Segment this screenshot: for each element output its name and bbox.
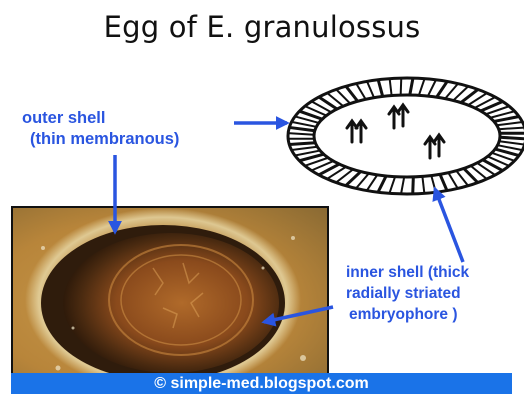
inner-shell-label-line3: embryophore ) bbox=[349, 304, 469, 325]
inner-shell-label-line1: inner shell (thick bbox=[346, 262, 469, 283]
copyright-footer: © simple-med.blogspot.com bbox=[11, 373, 512, 394]
inner-shell-label-line2: radially striated bbox=[346, 283, 469, 304]
outer-shell-label: outer shell (thin membranous) bbox=[22, 108, 179, 150]
outer-shell-label-line1: outer shell bbox=[22, 108, 179, 129]
arrow-to-inner-shell-schematic bbox=[435, 189, 463, 262]
outer-shell-label-line2: (thin membranous) bbox=[30, 129, 179, 150]
arrow-to-inner-shell-photo bbox=[264, 307, 333, 322]
inner-shell-label: inner shell (thick radially striated emb… bbox=[346, 262, 469, 325]
